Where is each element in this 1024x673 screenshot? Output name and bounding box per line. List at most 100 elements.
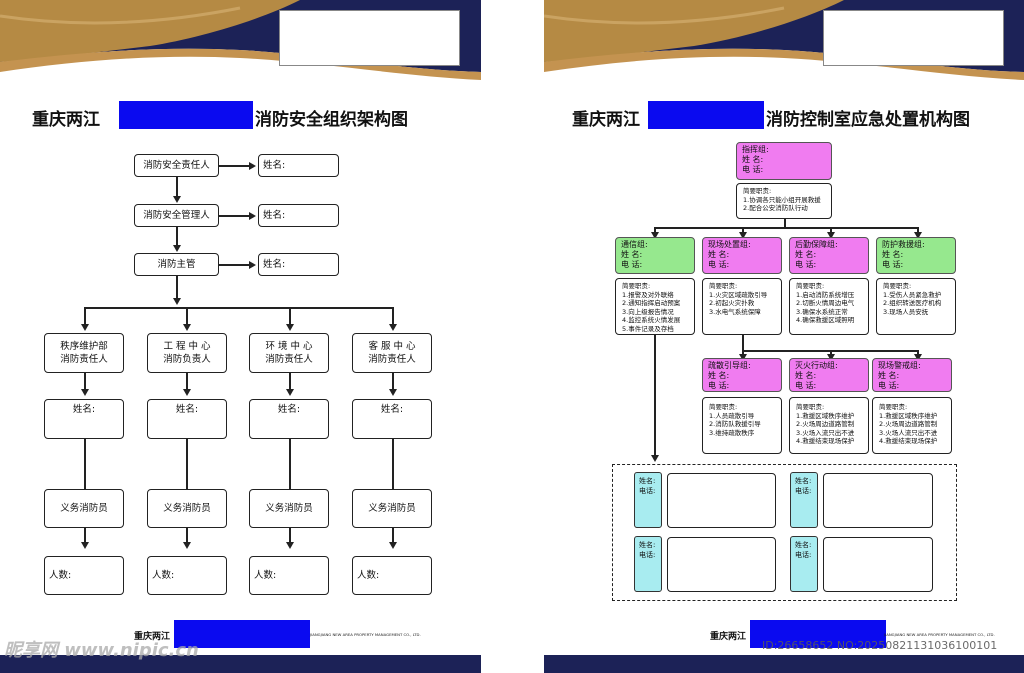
group-name-label: 姓 名: — [708, 250, 730, 259]
count-box: 人数: — [352, 556, 432, 595]
footer-company: 重庆两江 — [710, 632, 747, 642]
duty-line: 5.事件记录及存档 — [622, 324, 674, 333]
group-phone-label: 电 话: — [708, 260, 730, 269]
group-phone-label: 电 话: — [708, 381, 730, 390]
contact-phone-label: 电话: — [795, 487, 812, 495]
duty-head: 简要职责: — [709, 282, 738, 290]
department-name-box: 姓名: — [352, 399, 432, 439]
group-phone-label: 电 话: — [882, 260, 904, 269]
contact-phone-label: 电话: — [795, 551, 812, 559]
duty-line: 1.救援区域秩序维护 — [796, 411, 855, 420]
group-phone-label: 电 话: — [878, 381, 900, 390]
department-box: 客 服 中 心 消防责任人 — [352, 333, 432, 373]
volunteer-box: 义务消防员 — [249, 489, 329, 528]
duty-box: 简要职责: 1.人员疏散引导 2.消防队救援引导 3.维持疏散秩序 — [702, 397, 782, 454]
command-group-box: 指挥组: 姓 名: 电 话: — [736, 142, 832, 180]
duty-line: 3.火场人流只出不进 — [879, 428, 938, 437]
group-box: 防护救援组: 姓 名: 电 话: — [876, 237, 956, 274]
contact-value-box — [823, 537, 933, 592]
duty-line: 1.火灾区域疏散引导 — [709, 290, 768, 299]
group-name-label: 姓 名: — [621, 250, 643, 259]
duty-line: 3.确保水系统正常 — [796, 307, 848, 316]
duty-line: 2.通知指挥启动预案 — [622, 299, 681, 307]
contact-label-box: 姓名: 电话: — [790, 472, 818, 528]
contact-name-label: 姓名: — [639, 477, 656, 485]
contact-value-box — [667, 537, 776, 592]
duty-box: 简要职责: 1.火灾区域疏散引导 2.初起火灾扑救 3.水电气系统保障 — [702, 278, 782, 335]
watermark-id: ID:26658652 NO:20250821131036100101 — [762, 639, 998, 652]
duty-line: 2.消防队救援引导 — [709, 420, 761, 428]
contact-area — [612, 464, 957, 601]
group-name-label: 姓 名: — [795, 371, 817, 380]
group-name-label: 姓 名: — [882, 250, 904, 259]
duty-box: 简要职责: 1.救援区域秩序维护 2.火场周边道路管制 3.火场入流只出不进 4… — [789, 397, 869, 454]
department-line2: 消防责任人 — [265, 354, 313, 365]
volunteer-box: 义务消防员 — [352, 489, 432, 528]
count-box: 人数: — [147, 556, 227, 595]
logo-placeholder — [823, 10, 1004, 66]
department-line2: 消防负责人 — [163, 354, 211, 365]
page-gap — [481, 0, 544, 673]
page-title: 重庆两江 — [572, 110, 640, 130]
contact-value-box — [667, 473, 776, 528]
contact-name-label: 姓名: — [795, 477, 812, 485]
duty-line: 2.初起火灾扑救 — [709, 299, 755, 307]
contact-phone-label: 电话: — [639, 487, 656, 495]
name-box: 姓名: — [258, 204, 339, 227]
duty-line: 4.监控系统火情发展 — [622, 316, 681, 324]
footer-company: 重庆两江 — [134, 632, 171, 642]
redacted-footer — [750, 620, 886, 648]
role-box: 消防主管 — [134, 253, 219, 276]
group-name-label: 姓 名: — [742, 155, 764, 164]
subgroup-box: 灭火行动组: 姓 名: 电 话: — [789, 358, 869, 392]
department-line2: 消防责任人 — [60, 354, 108, 365]
watermark-site: 昵享网 www.nipic.cn — [4, 640, 199, 661]
group-name-label: 姓 名: — [878, 371, 900, 380]
group-phone-label: 电 话: — [795, 381, 817, 390]
department-line1: 环 境 中 心 — [265, 341, 313, 352]
group-title: 后勤保障组: — [795, 240, 838, 249]
department-box: 工 程 中 心 消防负责人 — [147, 333, 227, 373]
duty-head: 简要职责: — [709, 403, 738, 411]
role-box: 消防安全责任人 — [134, 154, 219, 177]
group-phone-label: 电 话: — [621, 260, 643, 269]
department-box: 秩序维护部 消防责任人 — [44, 333, 124, 373]
group-name-label: 姓 名: — [795, 250, 817, 259]
duty-head: 简要职责: — [796, 282, 825, 290]
duty-box: 简要职责: 1.救援区域秩序维护 2.火场周边道路管制 3.火场人流只出不进 4… — [872, 397, 952, 454]
group-title: 疏散引导组: — [708, 361, 751, 370]
group-title: 现场警戒组: — [878, 361, 921, 370]
department-name-box: 姓名: — [249, 399, 329, 439]
duty-line: 3.向上级报告情况 — [622, 307, 674, 316]
count-box: 人数: — [44, 556, 124, 595]
duty-box: 简要职责: 1.报警及对外联络 2.通知指挥启动预案 3.向上级报告情况 4.监… — [615, 278, 695, 335]
duty-box: 简要职责: 1.启动消防系统增压 2.切断火情周边电气 3.确保水系统正常 4.… — [789, 278, 869, 335]
group-title: 通信组: — [621, 240, 648, 249]
duty-line: 2.火场周边道路管制 — [796, 420, 855, 428]
redacted-footer — [174, 620, 310, 648]
duty-line: 1.救援区域秩序维护 — [879, 411, 938, 420]
duty-line: 2.火场周边道路管制 — [879, 420, 938, 428]
redacted-company-name — [648, 101, 764, 129]
duty-line: 3.维持疏散秩序 — [709, 428, 755, 437]
group-name-label: 姓 名: — [708, 371, 730, 380]
duty-line: 1.协调各只能小组开展救援 — [743, 195, 821, 204]
duty-head: 简要职责: — [879, 403, 908, 411]
contact-label-box: 姓名: 电话: — [634, 536, 662, 592]
command-duty-box: 简要职责: 1.协调各只能小组开展救援 2.配合公安消防队行动 — [736, 183, 832, 219]
duty-head: 简要职责: — [622, 282, 651, 290]
department-line2: 消防责任人 — [368, 354, 416, 365]
duty-line: 2.切断火情周边电气 — [796, 299, 855, 307]
group-title: 现场处置组: — [708, 240, 751, 249]
duty-line: 1.受伤人员紧急救护 — [883, 290, 942, 299]
footer-subtitle: JIANGJIANG NEW AREA PROPERTY MANAGEMENT … — [310, 632, 421, 637]
group-box: 后勤保障组: 姓 名: 电 话: — [789, 237, 869, 274]
org-chart-page: 重庆两江 消防安全组织架构图 消防安全责任人 姓名: 消防安全管理人 姓名: 消… — [0, 0, 481, 673]
emergency-chart-page: 重庆两江 消防控制室应急处置机构图 指挥组: 姓 名: 电 话: 简要职责: 1… — [544, 0, 1024, 673]
name-box: 姓名: — [258, 253, 339, 276]
footer-bar — [544, 655, 1024, 673]
group-phone-label: 电 话: — [795, 260, 817, 269]
volunteer-box: 义务消防员 — [44, 489, 124, 528]
subgroup-box: 疏散引导组: 姓 名: 电 话: — [702, 358, 782, 392]
department-box: 环 境 中 心 消防责任人 — [249, 333, 329, 373]
